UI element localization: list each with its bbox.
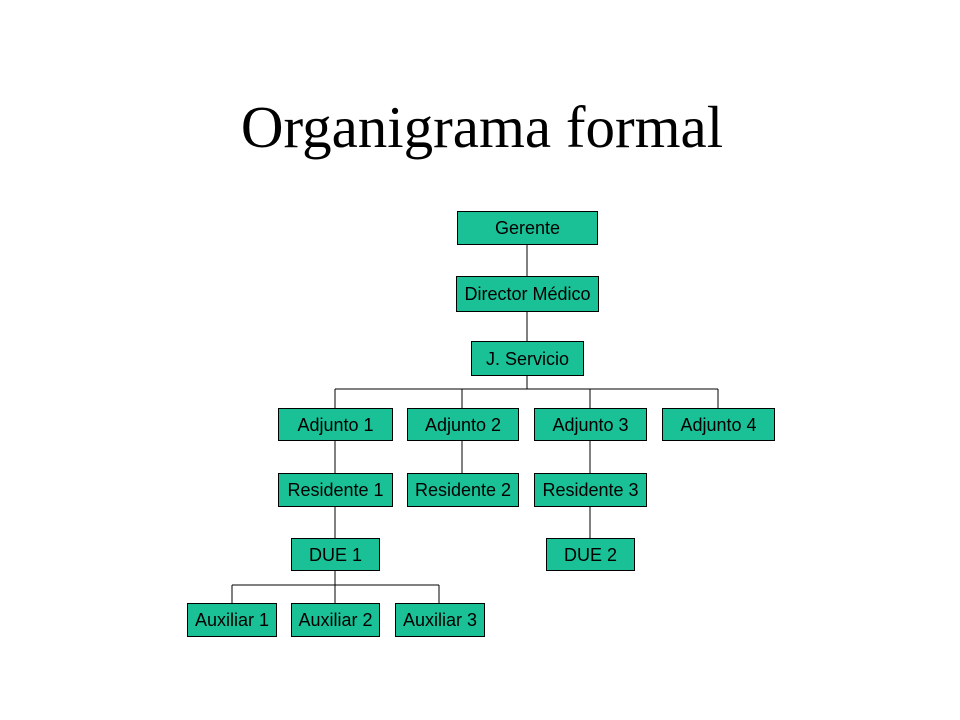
node-auxiliar-2: Auxiliar 2 [291,603,380,637]
node-residente-3: Residente 3 [534,473,647,507]
node-auxiliar-3: Auxiliar 3 [395,603,485,637]
node-adjunto-1: Adjunto 1 [278,408,393,441]
node-adjunto-3: Adjunto 3 [534,408,647,441]
slide-title: Organigrama formal [240,94,724,160]
node-adjunto-4: Adjunto 4 [662,408,775,441]
node-due-2: DUE 2 [546,538,635,571]
node-residente-2: Residente 2 [407,473,519,507]
node-jefe-servicio: J. Servicio [471,341,584,376]
node-adjunto-2: Adjunto 2 [407,408,519,441]
node-due-1: DUE 1 [291,538,380,571]
node-auxiliar-1: Auxiliar 1 [187,603,277,637]
node-director-medico: Director Médico [456,276,599,312]
node-residente-1: Residente 1 [278,473,393,507]
node-gerente: Gerente [457,211,598,245]
